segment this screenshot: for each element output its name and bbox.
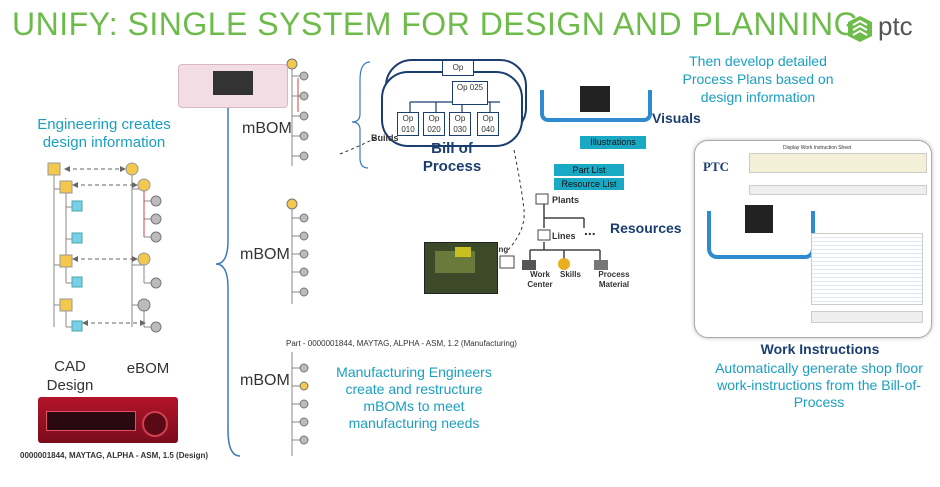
resource-list-label: Resource List [554, 178, 624, 190]
wi-logo: PTC [703, 159, 729, 174]
mbom-brace [215, 83, 241, 457]
cad-ebom-tree [47, 162, 162, 333]
bill-of-process-title: Bill of Process [422, 140, 482, 175]
visuals-part-image [540, 80, 652, 136]
wi-doc-title: Display Work Instruction Sheet [783, 145, 852, 151]
process-material-label: Process Material [598, 270, 630, 289]
work-center-label: Work Center [527, 270, 553, 289]
resources-ellipsis: ... [584, 222, 596, 238]
resources-tree [507, 150, 608, 270]
work-instructions-caption: Automatically generate shop floor work-i… [715, 360, 923, 410]
tooling-icon [499, 255, 515, 269]
bop-op-030: Op 030 [449, 112, 471, 136]
work-instructions-title: Work Instructions [760, 341, 880, 357]
brand-name: ptc [878, 11, 913, 41]
process-plans-caption: Then develop detailed Process Plans base… [682, 53, 834, 105]
bop-op-010: Op 010 [397, 112, 419, 136]
mfg-part-image [178, 64, 288, 108]
mbom-label-3: mBOM [240, 372, 290, 389]
resources-title: Resources [610, 220, 682, 236]
mbom-trees [286, 58, 309, 456]
part-caption: Part - 0000001844, MAYTAG, ALPHA - ASM, … [286, 339, 517, 348]
manufacturing-caption: Manufacturing Engineers create and restr… [336, 364, 492, 431]
tooling-image [424, 242, 498, 294]
cad-design-label: CAD Design [46, 358, 94, 394]
bop-op-040: Op 040 [477, 112, 499, 136]
part-list-label: Part List [554, 164, 624, 176]
mbom-label-1: mBOM [242, 120, 292, 137]
illustrations-label: Illustrations [580, 136, 646, 149]
visuals-title: Visuals [652, 110, 701, 126]
bop-op-020: Op 020 [423, 112, 445, 136]
bop-top-op: Op [442, 60, 474, 76]
ptc-logo-icon [848, 16, 872, 42]
page-title: UNIFY: SINGLE SYSTEM FOR DESIGN AND PLAN… [12, 6, 860, 42]
design-caption: 0000001844, MAYTAG, ALPHA - ASM, 1.5 (De… [20, 451, 209, 460]
skills-label: Skills [560, 270, 581, 279]
design-product-image [38, 397, 178, 443]
work-instruction-sheet: PTC Display Work Instruction Sheet [694, 140, 932, 338]
builds-label: Builds [371, 133, 399, 143]
lines-label: Lines [552, 231, 576, 241]
mbom-label-2: mBOM [240, 246, 290, 263]
plants-label: Plants [552, 195, 580, 205]
engineering-caption: Engineering creates design information [37, 116, 171, 151]
bop-sub-op: Op 025 [452, 81, 488, 105]
ebom-label: eBOM [126, 360, 170, 377]
